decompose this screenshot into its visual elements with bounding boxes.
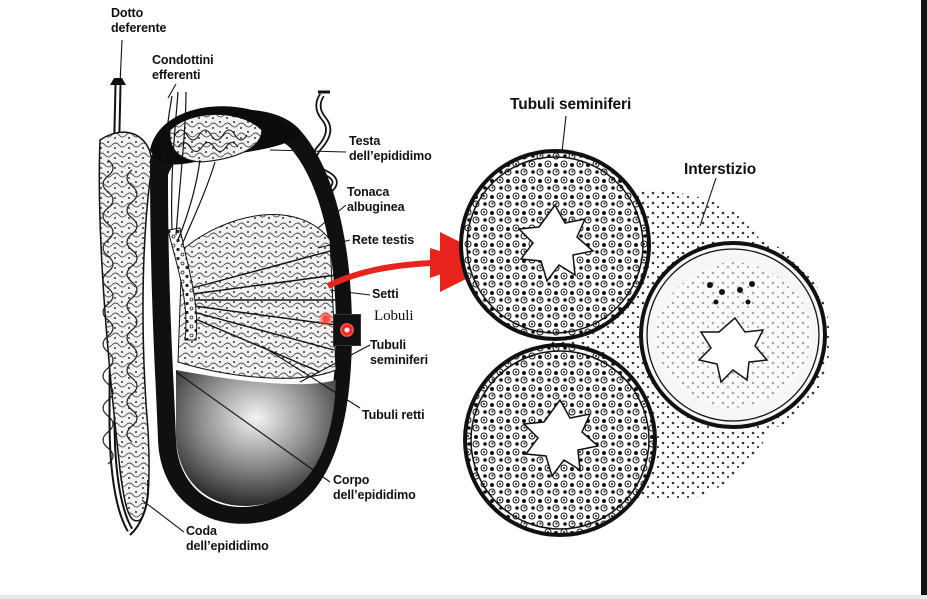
label-tonaca-albuginea: Tonaca albuginea xyxy=(347,185,405,214)
label-tubuli-seminiferi-left: Tubuli seminiferi xyxy=(370,338,429,367)
label-interstizio: Interstizio xyxy=(684,161,757,178)
label-corpo-epididimo: Corpo dell’epididimo xyxy=(333,473,416,502)
label-dotto-deferente: Dotto deferente xyxy=(111,6,167,35)
label-condottini-efferenti: Condottini efferenti xyxy=(152,53,214,82)
label-testa-epididimo: Testa dell’epididimo xyxy=(349,134,432,163)
screen-bottom-edge xyxy=(0,595,927,599)
pointer-glow xyxy=(318,311,334,327)
laser-pointer-icon[interactable] xyxy=(333,314,361,346)
label-setti: Setti xyxy=(372,287,399,301)
pointer-dot xyxy=(340,323,354,337)
label-lobuli: Lobuli xyxy=(374,308,414,324)
screen-right-edge xyxy=(921,0,927,599)
label-tubuli-retti: Tubuli retti xyxy=(362,408,425,422)
label-tubuli-seminiferi-right: Tubuli seminiferi xyxy=(510,96,632,113)
label-rete-testis: Rete testis xyxy=(352,233,415,247)
label-coda-epididimo: Coda dell’epididimo xyxy=(186,524,269,553)
